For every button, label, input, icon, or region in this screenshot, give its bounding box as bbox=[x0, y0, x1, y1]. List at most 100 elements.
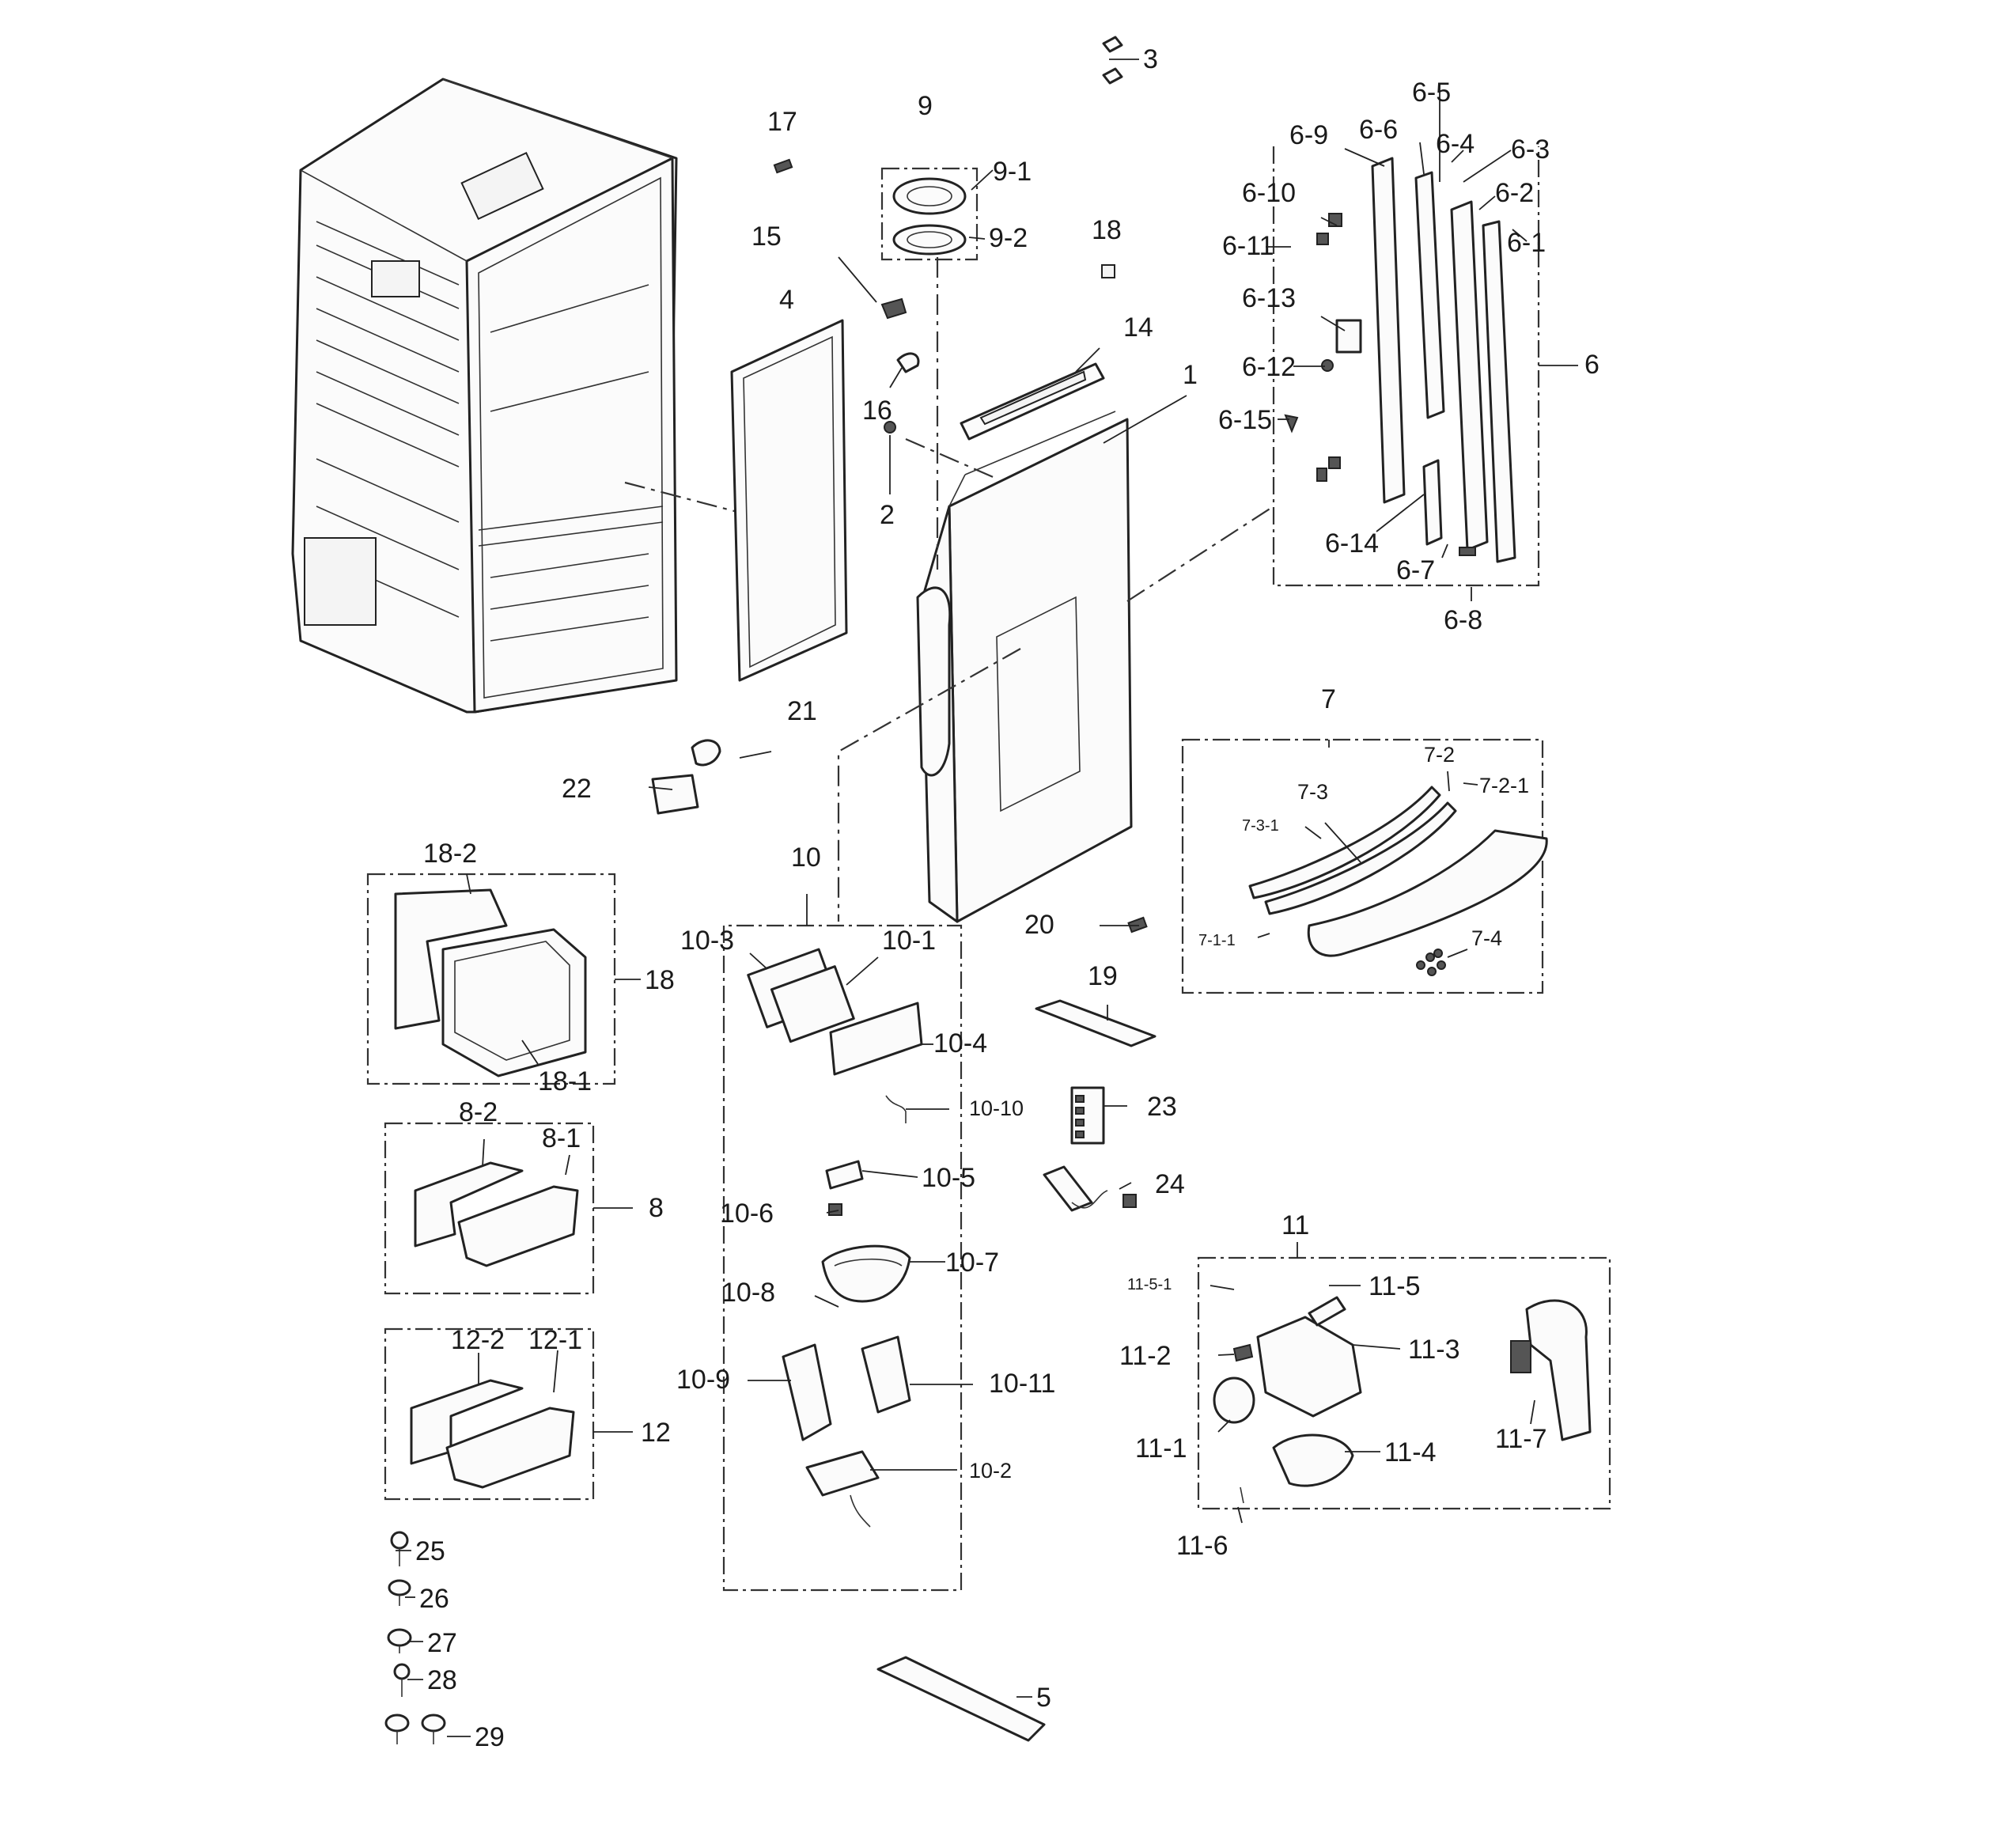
label-5: 5 bbox=[1036, 1683, 1051, 1713]
label-7-2: 7-2 bbox=[1424, 743, 1455, 767]
label-6: 6 bbox=[1584, 350, 1599, 380]
label-27: 27 bbox=[427, 1628, 457, 1658]
screw-27 bbox=[387, 1628, 412, 1653]
label-6-11: 6-11 bbox=[1222, 231, 1274, 261]
screw-26 bbox=[388, 1579, 411, 1606]
label-10-7: 10-7 bbox=[945, 1248, 999, 1278]
group-7 bbox=[1181, 738, 1548, 994]
label-11-5: 11-5 bbox=[1369, 1271, 1421, 1301]
screw-25 bbox=[390, 1531, 409, 1566]
part-24-harness bbox=[1043, 1165, 1137, 1212]
label-11-5-1: 11-5-1 bbox=[1127, 1276, 1172, 1293]
label-18: 18 bbox=[645, 965, 675, 995]
alignment-line bbox=[1126, 506, 1274, 602]
door-gasket bbox=[730, 319, 848, 682]
label-10-1: 10-1 bbox=[882, 926, 936, 956]
label-10-8: 10-8 bbox=[721, 1278, 775, 1308]
part-20-clip bbox=[1127, 916, 1148, 933]
part-21-valve bbox=[691, 739, 721, 767]
part-19-panel bbox=[1035, 999, 1157, 1047]
label-18-2: 18-2 bbox=[423, 839, 477, 869]
part-18-block bbox=[1101, 264, 1115, 278]
part-22-block bbox=[651, 774, 699, 815]
label-29: 29 bbox=[475, 1722, 505, 1752]
label-7-1-1: 7-1-1 bbox=[1198, 932, 1236, 949]
label-10: 10 bbox=[791, 843, 821, 873]
label-18-top: 18 bbox=[1092, 215, 1122, 245]
label-8-2: 8-2 bbox=[459, 1097, 498, 1127]
label-6-7: 6-7 bbox=[1396, 555, 1435, 585]
label-12-1: 12-1 bbox=[528, 1325, 582, 1355]
hinge-cover bbox=[960, 362, 1105, 441]
label-6-2: 6-2 bbox=[1495, 178, 1534, 208]
label-15: 15 bbox=[751, 222, 782, 252]
label-7-3: 7-3 bbox=[1297, 780, 1328, 804]
label-6-14: 6-14 bbox=[1325, 528, 1379, 559]
label-11-4: 11-4 bbox=[1384, 1437, 1437, 1467]
label-9-1: 9-1 bbox=[993, 157, 1032, 187]
part-2-washer bbox=[884, 421, 896, 434]
label-7: 7 bbox=[1321, 684, 1336, 714]
label-6-8: 6-8 bbox=[1444, 605, 1482, 635]
screw-28 bbox=[393, 1663, 411, 1697]
label-6-1: 6-1 bbox=[1507, 228, 1546, 258]
label-23: 23 bbox=[1147, 1092, 1177, 1122]
label-11: 11 bbox=[1281, 1210, 1309, 1240]
label-28: 28 bbox=[427, 1665, 457, 1695]
label-18-1: 18-1 bbox=[538, 1066, 592, 1096]
label-10-6: 10-6 bbox=[720, 1199, 774, 1229]
callout-labels: 3 17 9 9-1 9-2 15 18 4 14 1 16 2 6-5 6-9… bbox=[415, 44, 1599, 1752]
label-6-6: 6-6 bbox=[1359, 115, 1398, 145]
label-11-2: 11-2 bbox=[1119, 1341, 1172, 1371]
label-20: 20 bbox=[1024, 910, 1054, 940]
label-12-2: 12-2 bbox=[451, 1325, 505, 1355]
label-8-1: 8-1 bbox=[542, 1123, 581, 1153]
screw-29 bbox=[384, 1714, 446, 1744]
label-6-13: 6-13 bbox=[1242, 283, 1296, 313]
group-11 bbox=[1197, 1256, 1611, 1510]
label-10-9: 10-9 bbox=[676, 1365, 730, 1395]
label-6-3: 6-3 bbox=[1511, 134, 1550, 165]
label-7-3-1: 7-3-1 bbox=[1242, 817, 1279, 835]
label-6-4: 6-4 bbox=[1436, 129, 1475, 159]
label-6-9: 6-9 bbox=[1289, 120, 1328, 150]
part-5-trim bbox=[876, 1656, 1046, 1742]
group-9 bbox=[880, 167, 979, 261]
label-8: 8 bbox=[649, 1193, 664, 1223]
label-4: 4 bbox=[779, 285, 794, 315]
label-25: 25 bbox=[415, 1536, 445, 1566]
label-26: 26 bbox=[419, 1584, 449, 1614]
part-23-connector bbox=[1070, 1086, 1105, 1145]
label-22: 22 bbox=[562, 774, 592, 804]
label-10-10: 10-10 bbox=[969, 1096, 1024, 1120]
label-9-2: 9-2 bbox=[989, 223, 1028, 253]
label-24: 24 bbox=[1155, 1169, 1185, 1199]
group-10 bbox=[722, 924, 963, 1592]
label-3: 3 bbox=[1143, 44, 1158, 74]
label-14: 14 bbox=[1123, 312, 1153, 343]
label-1: 1 bbox=[1183, 360, 1198, 390]
label-9: 9 bbox=[918, 91, 933, 121]
label-11-1: 11-1 bbox=[1135, 1433, 1187, 1464]
label-10-11: 10-11 bbox=[989, 1369, 1055, 1399]
label-11-7: 11-7 bbox=[1495, 1424, 1547, 1454]
label-10-2: 10-2 bbox=[969, 1459, 1012, 1483]
label-21: 21 bbox=[787, 696, 817, 726]
label-7-2-1: 7-2-1 bbox=[1479, 774, 1529, 797]
label-12: 12 bbox=[641, 1418, 671, 1448]
group-18 bbox=[366, 873, 616, 1085]
part-17-clip bbox=[773, 158, 793, 174]
alignment-line bbox=[905, 437, 998, 480]
label-6-12: 6-12 bbox=[1242, 352, 1296, 382]
label-11-3: 11-3 bbox=[1408, 1335, 1460, 1365]
refrigerator-cabinet bbox=[291, 78, 678, 714]
label-11-6: 11-6 bbox=[1176, 1531, 1228, 1561]
label-19: 19 bbox=[1088, 961, 1118, 991]
label-16: 16 bbox=[862, 396, 892, 426]
label-6-15: 6-15 bbox=[1218, 405, 1272, 435]
label-6-10: 6-10 bbox=[1242, 178, 1296, 208]
door-assembly bbox=[916, 411, 1133, 923]
label-17: 17 bbox=[767, 107, 797, 137]
group-6 bbox=[1272, 146, 1540, 587]
